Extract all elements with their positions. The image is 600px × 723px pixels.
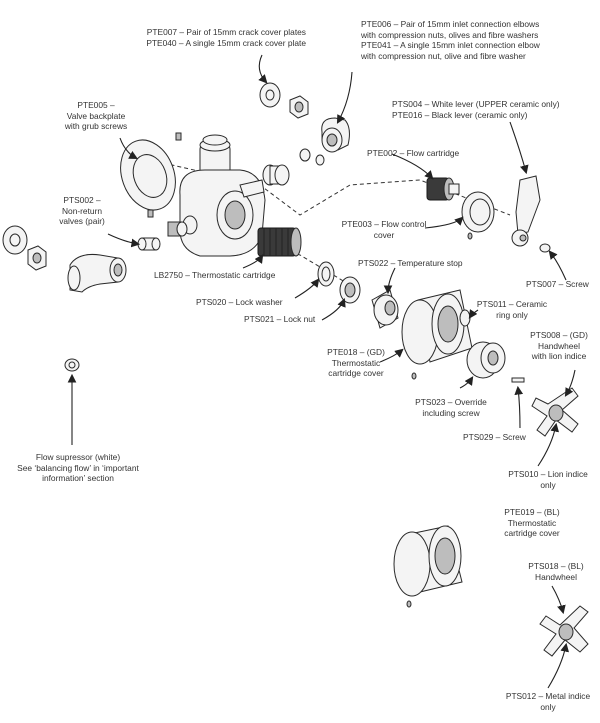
flow-suppressor-part — [64, 358, 80, 372]
leader-arrow — [564, 369, 576, 397]
label-pts011: PTS011 – Ceramic ring only — [476, 299, 548, 320]
leader-arrow — [391, 153, 434, 180]
leader-arrow — [551, 585, 566, 615]
left-crack-cover-plate-part — [2, 225, 28, 255]
label-pts004: PTS004 – White lever (UPPER ceramic only… — [392, 99, 560, 120]
override-screw-part — [511, 377, 525, 383]
leader-arrow — [258, 54, 268, 84]
leader-arrow — [383, 267, 396, 295]
olive-fitting-part — [262, 164, 290, 186]
crack-cover-plate-part — [259, 82, 281, 108]
valve-body-part — [179, 134, 266, 257]
ceramic-ring-part — [459, 309, 471, 327]
compression-nut-part — [289, 95, 309, 119]
left-compression-nut-part — [27, 245, 47, 271]
flow-cartridge-part — [426, 177, 460, 201]
gd-handwheel-part — [531, 387, 579, 437]
leader-arrow — [514, 385, 524, 429]
label-pts018: PTS018 – (BL) Handwheel — [528, 561, 584, 582]
label-pts010: PTS010 – Lion indice only — [508, 469, 588, 490]
leader-arrow — [321, 297, 346, 321]
leader-arrow — [468, 309, 479, 319]
leader-arrow — [424, 216, 464, 229]
leader-arrow — [509, 121, 529, 175]
leader-arrow — [379, 348, 404, 363]
leader-arrow — [242, 254, 264, 269]
label-pte002: PTE002 – Flow cartridge — [367, 148, 460, 158]
lock-nut-part — [339, 276, 361, 304]
label-pts029: PTS029 – Screw — [463, 432, 526, 442]
gd-thermostatic-cartridge-cover-part — [401, 289, 473, 380]
lever-part — [511, 175, 541, 247]
bl-handwheel-part — [539, 605, 589, 657]
label-pts022: PTS022 – Temperature stop — [358, 258, 463, 268]
inlet-elbow-part — [321, 117, 350, 153]
label-lb2750: LB2750 – Thermostatic cartridge — [154, 270, 276, 280]
label-pte006: PTE006 – Pair of 15mm inlet connection e… — [361, 19, 540, 61]
screw-part — [539, 243, 551, 253]
label-pte007: PTE007 – Pair of 15mm crack cover plates… — [146, 27, 306, 48]
label-pte003: PTE003 – Flow control cover — [341, 219, 427, 240]
leader-arrow — [548, 250, 567, 281]
leader-arrow — [294, 278, 320, 299]
label-pts023: PTS023 – Override including screw — [415, 397, 487, 418]
label-pts008: PTS008 – (GD) Handwheel with lion indice — [530, 330, 588, 361]
fibre-washer-part — [299, 148, 325, 166]
bl-thermostatic-cartridge-cover-part — [393, 525, 463, 608]
temperature-stop-part — [371, 289, 399, 329]
override-part — [466, 341, 506, 379]
leader-arrow — [336, 71, 353, 124]
lock-washer-part — [317, 261, 335, 287]
leader-arrow — [537, 422, 560, 467]
leader-arrow — [547, 642, 570, 689]
non-return-valve-part — [137, 221, 188, 251]
label-pts021: PTS021 – Lock nut — [244, 314, 316, 324]
label-flow-suppressor: Flow supressor (white) See ‘balancing fl… — [17, 452, 139, 483]
left-inlet-elbow-part — [67, 254, 127, 293]
flow-control-cover-part — [461, 191, 495, 240]
label-pte005: PTE005 – Valve backplate with grub screw… — [64, 100, 128, 131]
label-pte019: PTE019 – (BL) Thermostatic cartridge cov… — [504, 507, 560, 538]
label-pts012: PTS012 – Metal indice only — [505, 691, 591, 712]
label-pts002: PTS002 – Non-return valves (pair) — [59, 195, 105, 226]
leader-arrow — [459, 376, 474, 389]
leader-arrow — [107, 233, 141, 248]
label-pts020: PTS020 – Lock washer — [196, 297, 283, 307]
label-pte018: PTE018 – (GD) Thermostatic cartridge cov… — [327, 347, 385, 378]
label-pts007: PTS007 – Screw — [526, 279, 589, 289]
thermostatic-cartridge-part — [257, 227, 302, 257]
leader-arrow — [119, 137, 138, 160]
